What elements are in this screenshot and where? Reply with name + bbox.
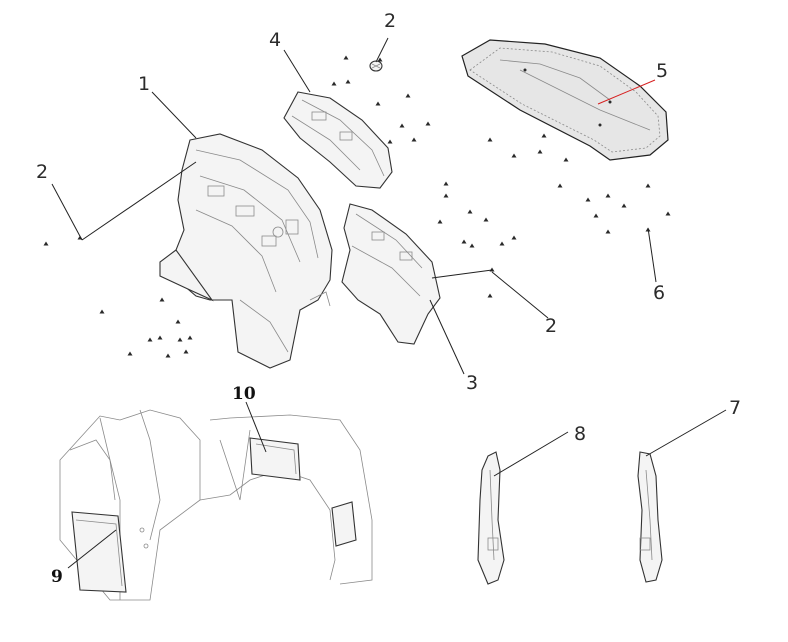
clip-fastener	[43, 241, 49, 246]
callout-2b: 2	[384, 10, 396, 32]
clip-fastener	[345, 79, 351, 84]
clip-fastener	[487, 293, 493, 298]
callout-1: 1	[138, 73, 150, 95]
clip-fastener	[665, 211, 671, 216]
dash-lower-insulator	[341, 203, 441, 345]
clip-fastener	[563, 157, 569, 162]
leader-lines	[51, 37, 727, 569]
clip-fastener	[461, 239, 467, 244]
clip-fastener	[537, 149, 543, 154]
clip-fastener	[183, 349, 189, 354]
clip-fastener	[557, 183, 563, 188]
clip-fastener	[187, 335, 193, 340]
clip-fastener	[411, 137, 417, 142]
hood-insulator-pad	[461, 39, 669, 161]
clip-fastener	[177, 337, 183, 342]
clip-fastener	[405, 93, 411, 98]
clip-fastener	[499, 241, 505, 246]
pillar-insulator-left	[477, 451, 505, 585]
clip-fastener	[443, 181, 449, 186]
clip-fastener	[469, 243, 475, 248]
clip-fastener	[489, 267, 495, 272]
clip-fastener	[467, 209, 473, 214]
clip-fastener	[511, 235, 517, 240]
clip-fastener	[593, 213, 599, 218]
clip-fastener	[605, 193, 611, 198]
callout-10: 10	[232, 384, 256, 404]
callout-9: 9	[51, 567, 63, 587]
clip-fastener	[165, 353, 171, 358]
clip-fastener	[443, 193, 449, 198]
callout-7: 7	[729, 397, 741, 419]
clip-fastener	[605, 229, 611, 234]
clip-fastener	[437, 219, 443, 224]
clip-fastener	[147, 337, 153, 342]
clip-fastener	[541, 133, 547, 138]
push-clip	[369, 60, 383, 72]
callout-labels: 1 2 2 2 3 4 5 6 7 8 9 10	[36, 10, 741, 587]
clip-fastener	[331, 81, 337, 86]
clip-fastener	[377, 57, 383, 62]
clip-fastener	[159, 297, 165, 302]
clip-fastener	[483, 217, 489, 222]
clip-fastener	[487, 137, 493, 142]
clip-fastener	[585, 197, 591, 202]
callout-6: 6	[653, 282, 665, 304]
cowl-upper-insulator	[283, 91, 393, 189]
clip-fastener	[127, 351, 133, 356]
clip-fastener	[425, 121, 431, 126]
clip-fastener	[399, 123, 405, 128]
clip-fastener	[343, 55, 349, 60]
pillar-insulator-right	[637, 451, 663, 583]
clip-fastener	[175, 319, 181, 324]
fastener-clips	[43, 55, 671, 358]
body-side-sketch	[59, 409, 373, 601]
callout-3: 3	[466, 372, 478, 394]
clip-fastener	[375, 101, 381, 106]
callout-2a: 2	[36, 161, 48, 183]
callout-8: 8	[574, 423, 586, 445]
clip-fastener	[387, 139, 393, 144]
clip-fastener	[645, 183, 651, 188]
clip-fastener	[99, 309, 105, 314]
dash-insulator-main	[159, 133, 333, 369]
clip-fastener	[157, 335, 163, 340]
clip-fastener	[621, 203, 627, 208]
callout-5: 5	[656, 60, 668, 82]
callout-4: 4	[269, 29, 281, 51]
clip-fastener	[511, 153, 517, 158]
callout-2c: 2	[545, 315, 557, 337]
